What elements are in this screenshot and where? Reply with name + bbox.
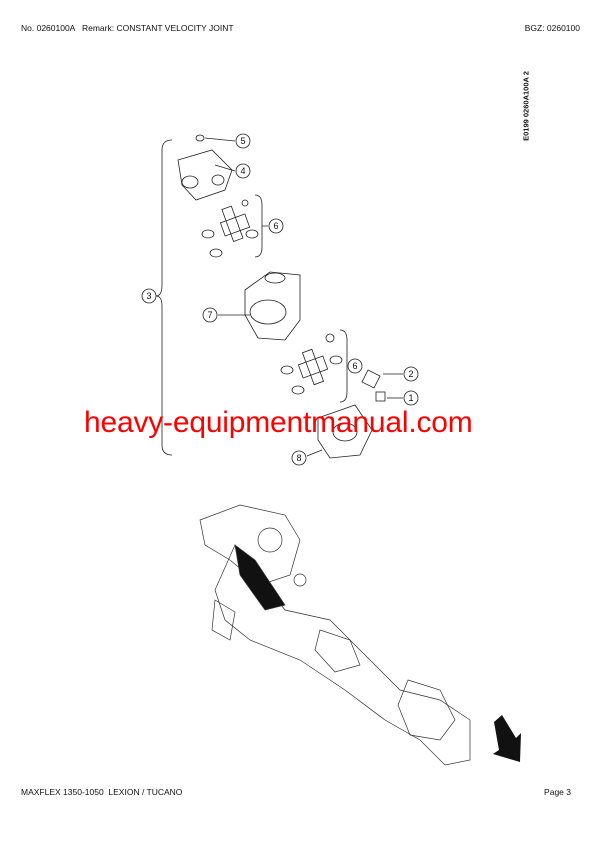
direction-arrow-icon	[493, 715, 521, 762]
bgz-number: BGZ: 0260100	[524, 23, 580, 33]
callout-1: 1	[403, 390, 419, 406]
watermark: heavy-equipmentmanual.com	[84, 406, 473, 439]
svg-text:2: 2	[408, 369, 413, 379]
model-footer: MAXFLEX 1350-1050 LEXION / TUCANO	[21, 787, 183, 797]
callout-8: 8	[291, 450, 307, 466]
document-number-remark: No. 0260100A Remark: CONSTANT VELOCITY J…	[21, 23, 234, 33]
callout-6-upper: 6	[268, 218, 284, 234]
callout-2: 2	[403, 366, 419, 382]
callout-7: 7	[202, 307, 218, 323]
machine-location-drawing	[199, 504, 471, 766]
part-4-yoke	[177, 149, 233, 201]
callouts: 5 4 6 3 7 6 2 1 8	[141, 133, 419, 466]
callout-3: 3	[141, 288, 157, 304]
svg-text:8: 8	[296, 453, 301, 463]
part-5-circlip	[195, 134, 205, 142]
svg-text:7: 7	[207, 310, 212, 320]
part-2-bolt	[361, 369, 381, 389]
svg-text:1: 1	[408, 393, 413, 403]
part-1-nut	[375, 391, 386, 402]
svg-text:6: 6	[352, 361, 357, 371]
callout-4: 4	[235, 163, 251, 179]
part-6-cross-lower	[280, 333, 343, 395]
part-8-flange	[317, 404, 373, 459]
part-6-cross-upper	[201, 199, 259, 258]
callout-6-lower: 6	[347, 358, 363, 374]
svg-text:5: 5	[240, 136, 245, 146]
callout-5: 5	[235, 133, 251, 149]
svg-text:4: 4	[240, 166, 245, 176]
bracket-6-upper	[254, 194, 268, 258]
page-number: Page 3	[544, 787, 571, 797]
part-7-center-housing	[244, 271, 301, 341]
svg-text:6: 6	[273, 221, 278, 231]
bracket-6-lower	[339, 329, 348, 403]
svg-text:3: 3	[146, 291, 151, 301]
